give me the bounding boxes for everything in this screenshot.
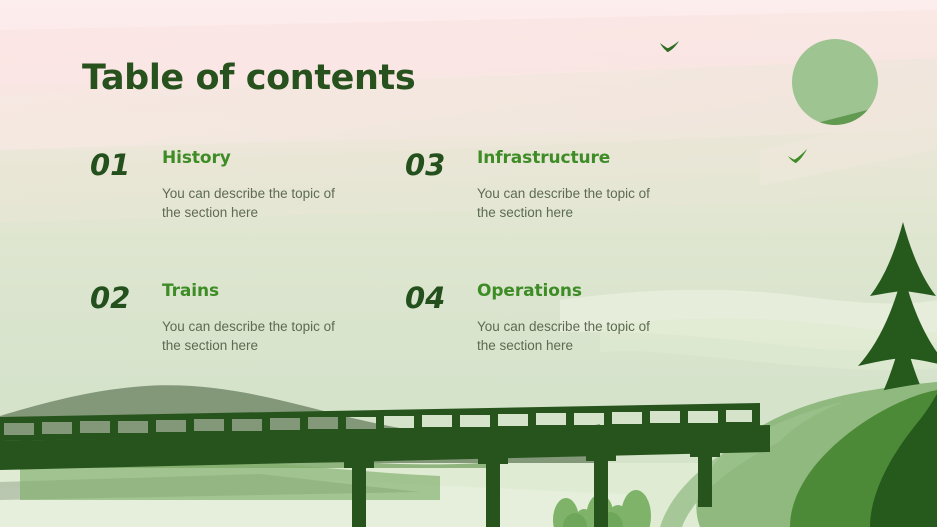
sun-circle <box>792 39 878 125</box>
toc-heading: Infrastructure <box>477 148 611 168</box>
bridge-deck <box>0 425 770 470</box>
bridge-piers <box>344 441 720 527</box>
toc-number: 04 <box>405 281 446 315</box>
toc-heading: History <box>162 148 231 168</box>
toc-description: You can describe the topic of the sectio… <box>162 186 335 220</box>
bird-right-icon <box>788 149 807 163</box>
toc-number: 02 <box>90 281 131 315</box>
toc-number: 03 <box>405 148 446 182</box>
bird-left-icon <box>660 41 679 52</box>
toc-heading: Operations <box>477 281 582 301</box>
toc-heading: Trains <box>162 281 220 301</box>
page-title: Table of contents <box>82 58 416 98</box>
toc-description: You can describe the topic of the sectio… <box>477 186 650 220</box>
toc-number: 01 <box>90 148 131 182</box>
toc-description: You can describe the topic of the sectio… <box>162 319 335 353</box>
toc-description: You can describe the topic of the sectio… <box>477 319 650 353</box>
